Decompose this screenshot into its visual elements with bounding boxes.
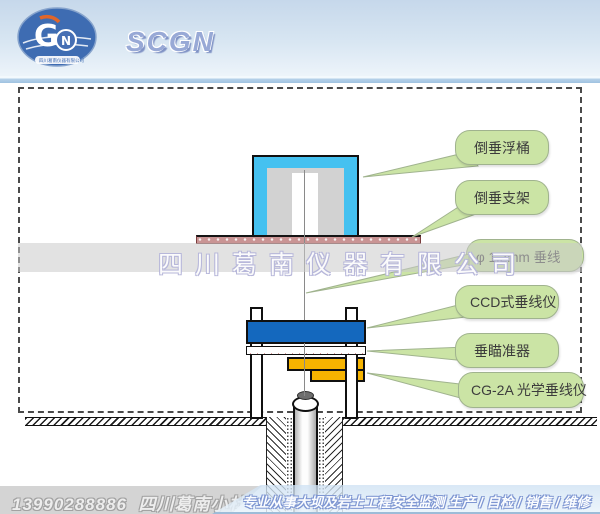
callout-ccd-coordinometer: CCD式垂线仪 [455,285,559,319]
brand-text: SCGN [126,26,215,57]
company-logo-icon: G N 四川葛南仪器有限公司 [17,7,97,67]
logo-orange-arc [39,14,61,24]
footer-slogan-strip: 专业从事大坝及岩土工程安全监测 生产 / 自检 / 销售 / 维修 [212,485,600,514]
borehole-fill-right [318,417,325,514]
logo-letter-n: N [61,34,71,48]
plumb-wire-lower [304,343,305,396]
contact-phone-line: 13990288886 四川葛南小杜 [12,490,246,514]
callout-label: CCD式垂线仪 [470,294,557,310]
contact-name: 四川葛南小杜 [138,495,247,514]
footer-contact-strip: 13990288886 四川葛南小杜 [0,486,262,514]
ccd-coordinometer-body [246,320,366,344]
borehole-fill-left [286,417,293,514]
anchor-bob [297,391,314,400]
logo-company-microtext: 四川葛南仪器有限公司 [39,57,84,64]
sight-ruler [246,346,366,355]
ruler-scale-marks [247,353,365,354]
callout-label: CG-2A 光学垂线仪 [471,382,587,398]
callout-label: 倒垂支架 [474,189,530,206]
callout-label: 垂瞄准器 [474,342,530,359]
callout-float-bucket: 倒垂浮桶 [455,130,549,165]
logo-letter-g: G [34,19,59,54]
callout-sight-aimer: 垂瞄准器 [455,333,559,368]
callout-optical-coordinometer: CG-2A 光学垂线仪 [458,372,587,408]
callout-label: 倒垂浮桶 [474,139,530,156]
callout-support-frame: 倒垂支架 [455,180,549,215]
watermark-band: 四川葛南仪器有限公司 [18,243,582,279]
phone-number: 13990288886 [12,495,128,514]
header-divider [0,76,600,83]
header-bar [0,0,600,76]
float-bucket-slot [292,173,318,237]
watermark-text: 四川葛南仪器有限公司 [158,251,529,279]
footer-slogan: 专业从事大坝及岩土工程安全监测 生产 / 自检 / 销售 / 维修 [242,495,591,510]
